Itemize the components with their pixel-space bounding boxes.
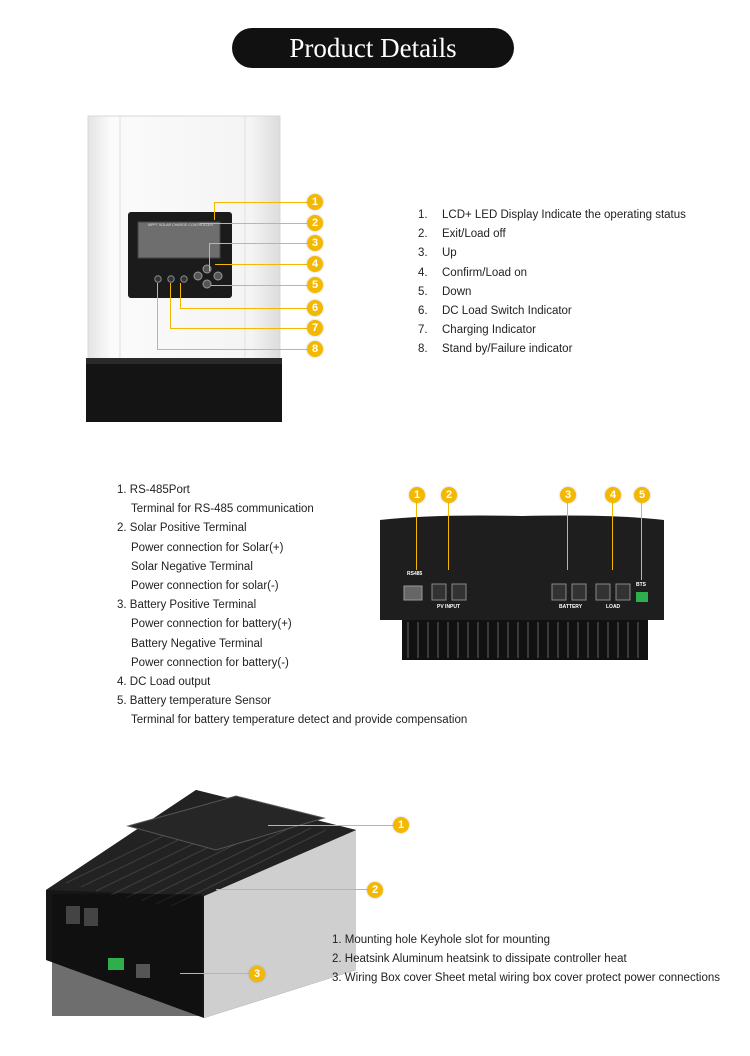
list-item: Power connection for battery(+) xyxy=(131,618,292,631)
leader-line-7 xyxy=(170,328,308,330)
leader-line-8 xyxy=(157,349,308,351)
list-item: 2. Heatsink Aluminum heatsink to dissipa… xyxy=(332,953,627,966)
leader-line-2 xyxy=(200,223,308,225)
list-item: 4.Confirm/Load on xyxy=(418,266,528,279)
callout-badge: 5 xyxy=(307,277,323,293)
list-item: 8.Stand by/Failure indicator xyxy=(418,343,573,356)
leader-line-s3-3 xyxy=(180,973,250,975)
list-item: Power connection for battery(-) xyxy=(131,656,289,669)
leader-line-6-drop xyxy=(180,283,182,309)
heatsink-description-list: 1. Mounting hole Keyhole slot for mounti… xyxy=(332,931,720,989)
callout-badge: 2 xyxy=(307,215,323,231)
leader-line-s2-3 xyxy=(567,502,569,570)
terminal-label-load: LOAD xyxy=(606,604,621,610)
callout-badge: 6 xyxy=(307,300,323,316)
list-item: 1.LCD+ LED Display Indicate the operatin… xyxy=(418,209,686,221)
leader-line-6 xyxy=(180,308,308,310)
callout-badge: 1 xyxy=(307,194,323,210)
list-item: 2. Solar Positive Terminal xyxy=(117,522,247,535)
list-item: Battery Negative Terminal xyxy=(131,637,263,650)
list-item: Power connection for solar(-) xyxy=(131,580,279,593)
list-item: 6.DC Load Switch Indicator xyxy=(418,305,572,318)
list-item: 1. RS-485Port xyxy=(117,484,190,496)
callout-badge: 3 xyxy=(307,235,323,251)
list-item: Terminal for battery temperature detect … xyxy=(131,714,468,727)
list-item: 7.Charging Indicator xyxy=(418,324,536,337)
controller-front-drawing xyxy=(86,115,282,422)
leader-line-7-drop xyxy=(170,283,172,329)
leader-line-s3-2 xyxy=(216,889,368,891)
callout-badge: 7 xyxy=(307,320,323,336)
terminal-label-bts: BTS xyxy=(636,582,646,588)
list-item: Power connection for Solar(+) xyxy=(131,541,284,554)
callout-badge: 1 xyxy=(393,817,409,833)
callout-badge: 2 xyxy=(441,487,457,503)
list-item: 2.Exit/Load off xyxy=(418,228,506,241)
list-item: Solar Negative Terminal xyxy=(131,560,253,573)
leader-line-s2-1 xyxy=(416,502,418,570)
terminal-label-battery: BATTERY xyxy=(559,604,583,610)
terminal-panel-drawing xyxy=(380,515,664,660)
list-item: 1. Mounting hole Keyhole slot for mounti… xyxy=(332,934,550,946)
callout-badge: 4 xyxy=(605,487,621,503)
terminal-label-pv-input: PV INPUT xyxy=(437,604,461,610)
terminal-label-rs485: RS485 xyxy=(407,571,423,577)
list-item: 5.Down xyxy=(418,285,472,298)
leader-line-3-drop xyxy=(209,243,211,271)
callout-badge: 1 xyxy=(409,487,425,503)
callout-badge: 4 xyxy=(307,256,323,272)
leader-line-s2-2 xyxy=(448,502,450,570)
leader-line-s2-5 xyxy=(641,502,643,580)
list-item: 4. DC Load output xyxy=(117,676,211,689)
leader-line-s3-1 xyxy=(268,825,394,827)
device-panel-label: MPPT SOLAR CHARGE CONTROLLER xyxy=(148,223,214,227)
leader-line-3 xyxy=(209,243,308,245)
button-description-list: 1.LCD+ LED Display Indicate the operatin… xyxy=(418,206,686,360)
terminal-description-list: 1. RS-485Port Terminal for RS-485 commun… xyxy=(117,481,467,731)
callout-badge: 2 xyxy=(367,882,383,898)
list-item: 3. Wiring Box cover Sheet metal wiring b… xyxy=(332,972,720,985)
callout-badge: 3 xyxy=(560,487,576,503)
page-title: Product Details xyxy=(232,28,514,68)
heatsink-drawing xyxy=(46,790,356,1018)
callout-badge: 3 xyxy=(249,966,265,982)
leader-line-1-drop xyxy=(214,202,216,220)
leader-line-8-drop xyxy=(157,283,159,350)
list-item: 5. Battery temperature Sensor xyxy=(117,695,272,708)
list-item: Terminal for RS-485 communication xyxy=(131,503,314,516)
leader-line-1 xyxy=(214,202,308,204)
callout-badge: 5 xyxy=(634,487,650,503)
leader-line-s2-4 xyxy=(612,502,614,570)
leader-line-4 xyxy=(215,264,308,266)
callout-badge: 8 xyxy=(307,341,323,357)
list-item: 3. Battery Positive Terminal xyxy=(117,599,257,612)
list-item: 3.Up xyxy=(418,247,457,260)
leader-line-5 xyxy=(211,285,308,287)
